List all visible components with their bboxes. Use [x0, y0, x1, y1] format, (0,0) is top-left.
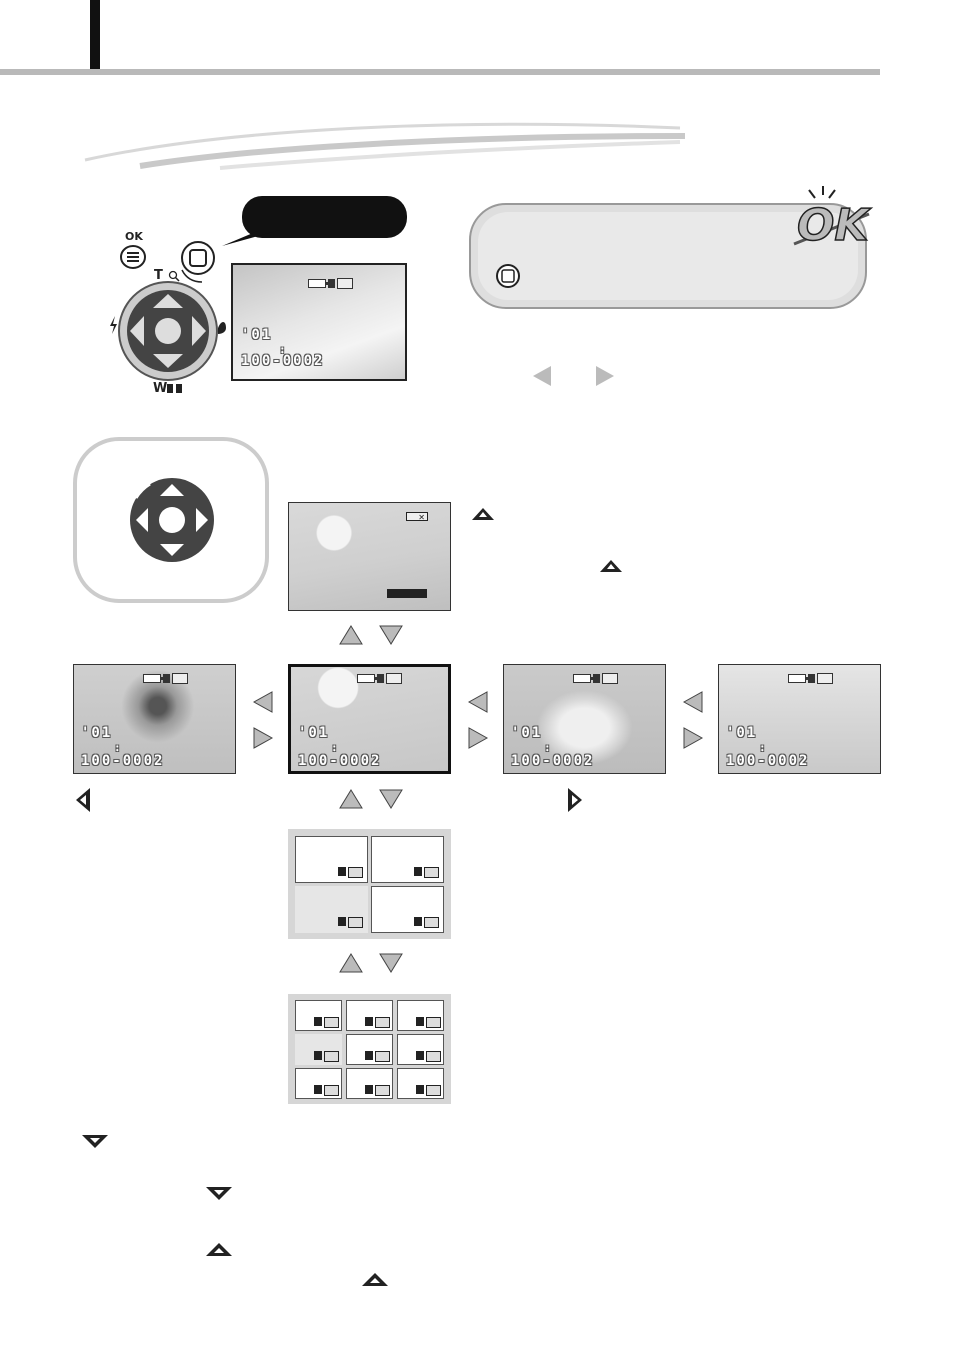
- zoom-screen: ✕: [288, 502, 451, 611]
- lcd-frame: 100-0002: [726, 753, 810, 769]
- status-icons: [308, 277, 353, 289]
- playback-screen-2: '01 : 100-0002: [288, 664, 451, 774]
- zoom-indicator-icon: [387, 589, 427, 598]
- header-rule: [0, 69, 880, 75]
- playback-screen-1: '01 : 100-0002: [73, 664, 236, 774]
- camera-dpad[interactable]: [108, 278, 232, 384]
- lcd-frame: 100-0002: [298, 753, 382, 769]
- right-arrow-icon: [596, 366, 614, 386]
- ok-label: OK: [125, 230, 143, 243]
- lcd-frame: 100-0002: [241, 353, 325, 369]
- down-pad-icon: [206, 1187, 232, 1200]
- index-thumb[interactable]: [371, 836, 444, 883]
- ok-stamp-icon: OK: [793, 186, 872, 252]
- index-thumb[interactable]: [397, 1000, 444, 1031]
- index-thumb-selected[interactable]: [295, 1034, 342, 1065]
- playback-screen-4: '01 : 100-0002: [718, 664, 881, 774]
- header-tab: [90, 0, 100, 72]
- svg-text:OK: OK: [797, 200, 871, 251]
- up-pad-icon: [206, 1243, 232, 1256]
- left-right-arrows: [682, 691, 704, 749]
- menu-icon: [120, 245, 146, 269]
- up-pad-icon: [472, 508, 494, 520]
- ok-button[interactable]: OK: [113, 230, 153, 270]
- up-pad-icon: [600, 560, 622, 572]
- index-thumb[interactable]: [397, 1034, 444, 1065]
- wide-label: W: [153, 381, 168, 396]
- lcd-colon: :: [114, 741, 123, 754]
- large-dpad-icon: [130, 478, 214, 562]
- zoom-close-icon: ✕: [406, 512, 428, 522]
- index-thumb[interactable]: [346, 1034, 393, 1065]
- index-icon: [167, 384, 182, 393]
- lcd-date: '01: [511, 725, 543, 741]
- ok-banner: OK: [469, 186, 872, 309]
- index-thumb[interactable]: [346, 1068, 393, 1099]
- lcd-colon: :: [759, 741, 768, 754]
- speech-bubble: [222, 196, 407, 246]
- left-pad-icon: [76, 788, 90, 812]
- index-thumb[interactable]: [295, 1000, 342, 1031]
- index-thumb[interactable]: [397, 1068, 444, 1099]
- tele-label: T: [154, 268, 163, 283]
- lcd-date: '01: [241, 327, 273, 343]
- lcd-frame: 100-0002: [511, 753, 595, 769]
- playback-screen-3: '01 : 100-0002: [503, 664, 666, 774]
- left-arrow-icon: [533, 366, 551, 386]
- index-4-frames: [288, 829, 451, 939]
- lcd-colon: :: [279, 343, 288, 356]
- right-pad-icon: [568, 788, 582, 812]
- left-right-arrows: [467, 691, 489, 749]
- index-thumb[interactable]: [346, 1000, 393, 1031]
- up-down-arrows: [339, 625, 403, 645]
- index-thumb[interactable]: [371, 886, 444, 933]
- lcd-date: '01: [81, 725, 113, 741]
- index-thumb[interactable]: [295, 836, 368, 883]
- down-pad-icon: [82, 1135, 108, 1148]
- lcd-colon: :: [331, 741, 340, 754]
- up-pad-icon: [362, 1273, 388, 1286]
- title-swoosh: [84, 122, 686, 170]
- left-right-arrows: [252, 691, 274, 749]
- lcd-date: '01: [298, 725, 330, 741]
- up-down-arrows: [339, 789, 403, 809]
- monitor-preview-screen: '01 : 100-0002: [231, 263, 407, 381]
- monitor-button-icon[interactable]: [178, 240, 218, 284]
- index-thumb-selected[interactable]: [295, 886, 368, 933]
- lcd-date: '01: [726, 725, 758, 741]
- lcd-colon: :: [544, 741, 553, 754]
- index-9-frames: [288, 994, 451, 1104]
- lcd-frame: 100-0002: [81, 753, 165, 769]
- up-down-arrows: [339, 953, 403, 973]
- zoom-tele-icon: [168, 270, 180, 282]
- index-thumb[interactable]: [295, 1068, 342, 1099]
